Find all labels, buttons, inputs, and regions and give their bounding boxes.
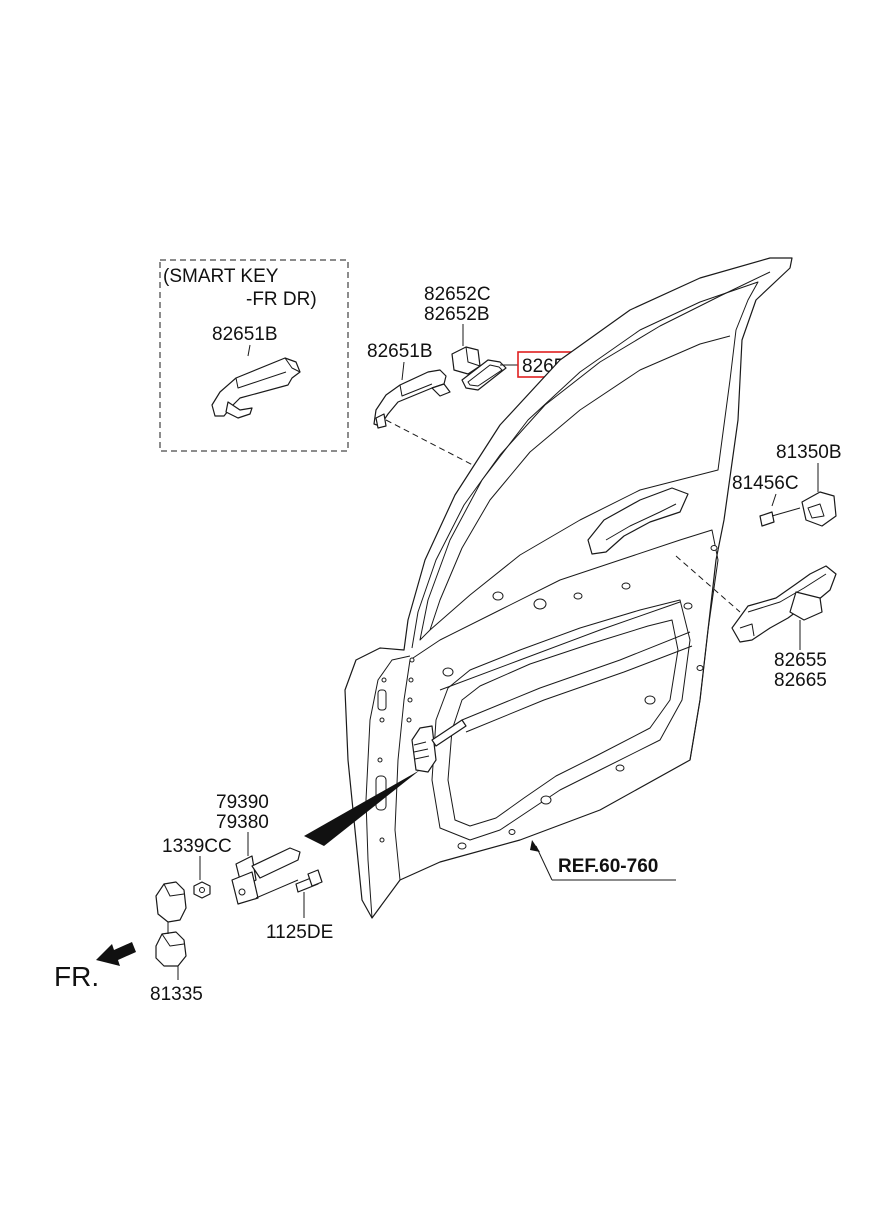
screw-icon xyxy=(759,507,801,527)
callout-82652c[interactable]: 82652C xyxy=(424,284,491,305)
door-checker-icon xyxy=(231,847,301,905)
callout-81335[interactable]: 81335 xyxy=(150,984,203,1005)
callout-81456c[interactable]: 81456C xyxy=(732,473,799,494)
callout-82651b[interactable]: 82651B xyxy=(367,341,433,362)
bumper-icon xyxy=(155,881,187,967)
outside-handle-icon xyxy=(373,369,451,429)
outside-handle-smart-icon xyxy=(211,357,301,419)
callout-82655[interactable]: 82655 xyxy=(774,650,827,671)
bolt-icon xyxy=(295,869,323,893)
callout-1339cc[interactable]: 1339CC xyxy=(162,836,232,857)
gasket-icon xyxy=(461,359,507,391)
callout-79380[interactable]: 79380 xyxy=(216,812,269,833)
inner-handle-leader xyxy=(675,555,741,613)
callout-ref[interactable]: REF.60-760 xyxy=(558,856,658,877)
callout-82651b-smart[interactable]: 82651B xyxy=(212,324,278,345)
callout-1125de[interactable]: 1125DE xyxy=(266,922,333,943)
smart-key-label-1: (SMART KEY xyxy=(163,266,279,287)
front-arrow-icon xyxy=(96,942,136,966)
smart-key-box xyxy=(159,259,349,452)
lock-arrow xyxy=(304,770,420,846)
striker-icon xyxy=(801,491,837,527)
smart-key-label-2: -FR DR) xyxy=(246,289,317,310)
callout-79390[interactable]: 79390 xyxy=(216,792,269,813)
callout-82665[interactable]: 82665 xyxy=(774,670,827,691)
front-label: FR. xyxy=(54,961,99,992)
nut-icon xyxy=(193,881,211,899)
inside-handle-icon xyxy=(731,565,837,643)
callout-82652b[interactable]: 82652B xyxy=(424,304,490,325)
callout-81350b[interactable]: 81350B xyxy=(776,442,842,463)
